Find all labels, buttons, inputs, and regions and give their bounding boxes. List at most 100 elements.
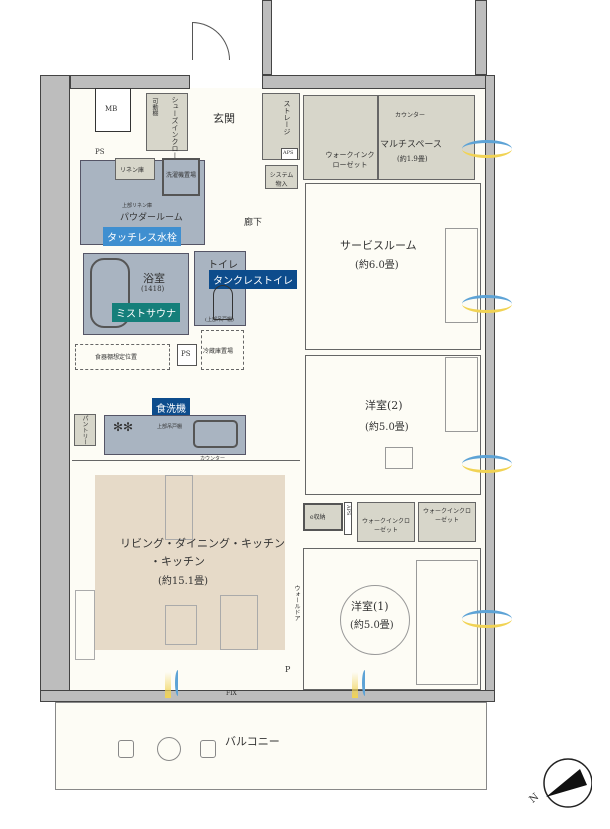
ps2-label: PS: [181, 350, 191, 358]
corridor-label: 廊下: [244, 218, 263, 228]
wall-right: [485, 75, 495, 700]
kitchen-label: ・キッチン: [150, 555, 205, 568]
p-label: P: [285, 665, 291, 674]
coffee-table-icon: [165, 605, 197, 645]
bed-icon: [445, 228, 478, 323]
tv-board-icon: [75, 590, 95, 660]
table-icon: [157, 737, 181, 761]
wall-outer-right: [475, 0, 487, 75]
entrance-door[interactable]: [192, 22, 230, 60]
linen-label: リネン庫: [120, 167, 145, 174]
aps2-label: APS: [345, 505, 351, 516]
walk-in-closet-top-label: ウォークインクローゼット: [325, 151, 375, 169]
counter-top-label: カウンター: [395, 112, 426, 119]
upper-linen-label: 上部リネン庫: [122, 203, 153, 209]
airflow-icon: [362, 670, 368, 696]
pantry: [74, 414, 96, 446]
western-room-2-label: 洋室(2): [365, 399, 403, 412]
mb-box: [95, 88, 131, 132]
movable-shelf-label: 可動棚: [151, 98, 158, 116]
upper-shelf-label: (上部吊戸棚): [205, 317, 234, 323]
aps-box: [281, 148, 298, 160]
fridge-space: [201, 330, 244, 370]
linen-storage: [115, 158, 155, 180]
walk-in-closet-mid-2-label: ウォークインクローゼット: [422, 508, 471, 524]
dining-table-icon: [165, 475, 193, 540]
western-room-1-label: 洋室(1): [351, 600, 389, 613]
mb-label: MB: [105, 105, 118, 113]
entrance-label: 玄関: [213, 112, 235, 125]
tankless-toilet-badge: タンクレストイレ: [209, 270, 297, 289]
shoe-closet: [146, 93, 188, 151]
multi-space: [378, 95, 475, 180]
fix-label: FIX: [226, 690, 237, 697]
stove-icon: ✻✻: [113, 420, 134, 434]
bathroom-size: (1418): [141, 285, 165, 293]
airflow-icon: [175, 670, 181, 696]
western-room-2-size: (約5.0畳): [365, 422, 409, 433]
washer-space: [162, 158, 200, 196]
balcony: [55, 702, 487, 790]
airflow-icon: [462, 455, 512, 473]
service-room-size: (約6.0畳): [355, 260, 399, 271]
wall-top-right: [262, 75, 495, 89]
dish-storage-label: 食器棚想定位置: [95, 354, 138, 361]
sunlight-icon: [352, 672, 358, 698]
washer-label: 洗濯機置場: [165, 172, 196, 179]
e-storage-label: e収納: [310, 514, 326, 521]
mist-sauna-badge: ミストサウナ: [112, 303, 180, 322]
chair-icon: [118, 740, 134, 758]
aps2-box: [344, 502, 352, 535]
pantry-label: パントリー: [81, 415, 88, 445]
toilet-bowl-icon: [213, 285, 233, 320]
bathroom-label: 浴室: [143, 272, 165, 285]
ldk-size: (約15.1畳): [158, 576, 209, 587]
walk-in-closet-mid-2: [418, 502, 476, 542]
rug: [95, 475, 285, 650]
desk-icon: [445, 357, 478, 432]
airflow-icon: [462, 610, 512, 628]
e-storage: [303, 503, 343, 531]
ps-label: PS: [95, 148, 105, 156]
upper-cabinet-label: 上部吊戸棚: [157, 424, 183, 430]
ldk-area: [72, 460, 300, 690]
touchless-faucet-badge: タッチレス水栓: [103, 227, 181, 246]
multi-space-label: マルチスペース: [380, 140, 442, 150]
chair-icon: [385, 447, 413, 469]
system-storage-label: システム物入: [269, 172, 294, 188]
bathtub-icon: [90, 258, 130, 328]
room-circle: [340, 585, 410, 655]
sunlight-icon: [165, 672, 171, 698]
sink-icon: [193, 420, 238, 448]
sofa-icon: [220, 595, 258, 650]
ldk-label: リビング・ダイニング・キッチン: [120, 537, 285, 550]
western-room-1-size: (約5.0畳): [350, 620, 394, 631]
wall-top-left: [70, 75, 190, 89]
storage-label: ストレージ: [283, 100, 291, 135]
balcony-label: バルコニー: [225, 735, 280, 748]
system-storage: [265, 165, 298, 189]
walk-in-closet-mid-1: [357, 502, 415, 542]
chair-icon: [200, 740, 216, 758]
compass-icon: [540, 757, 593, 809]
ps-box: [177, 344, 197, 366]
airflow-icon: [462, 295, 512, 313]
wall-outer-top: [262, 0, 272, 75]
multi-space-size: (約1.9畳): [397, 155, 428, 163]
fridge-label: 冷蔵庫置場: [203, 348, 234, 355]
powder-room-label: パウダールーム: [120, 213, 183, 223]
toilet-label: トイレ: [208, 260, 238, 271]
walk-in-closet-mid-1-label: ウォークインクローゼット: [361, 518, 410, 534]
aps-label: APS: [283, 150, 294, 156]
dish-storage: [75, 344, 170, 370]
airflow-icon: [462, 140, 512, 158]
wall-door-label: ウォールドア: [293, 585, 300, 621]
dishwasher-badge: 食洗機: [152, 398, 190, 417]
service-room-label: サービスルーム: [340, 239, 417, 252]
counter-label: カウンター: [200, 456, 226, 462]
shoe-closet-label: シューズインクローゼット: [171, 96, 179, 180]
wall-left: [40, 75, 70, 700]
wall-bottom: [40, 690, 495, 702]
western-room-2: [305, 355, 481, 495]
walk-in-closet-top: [303, 95, 378, 180]
